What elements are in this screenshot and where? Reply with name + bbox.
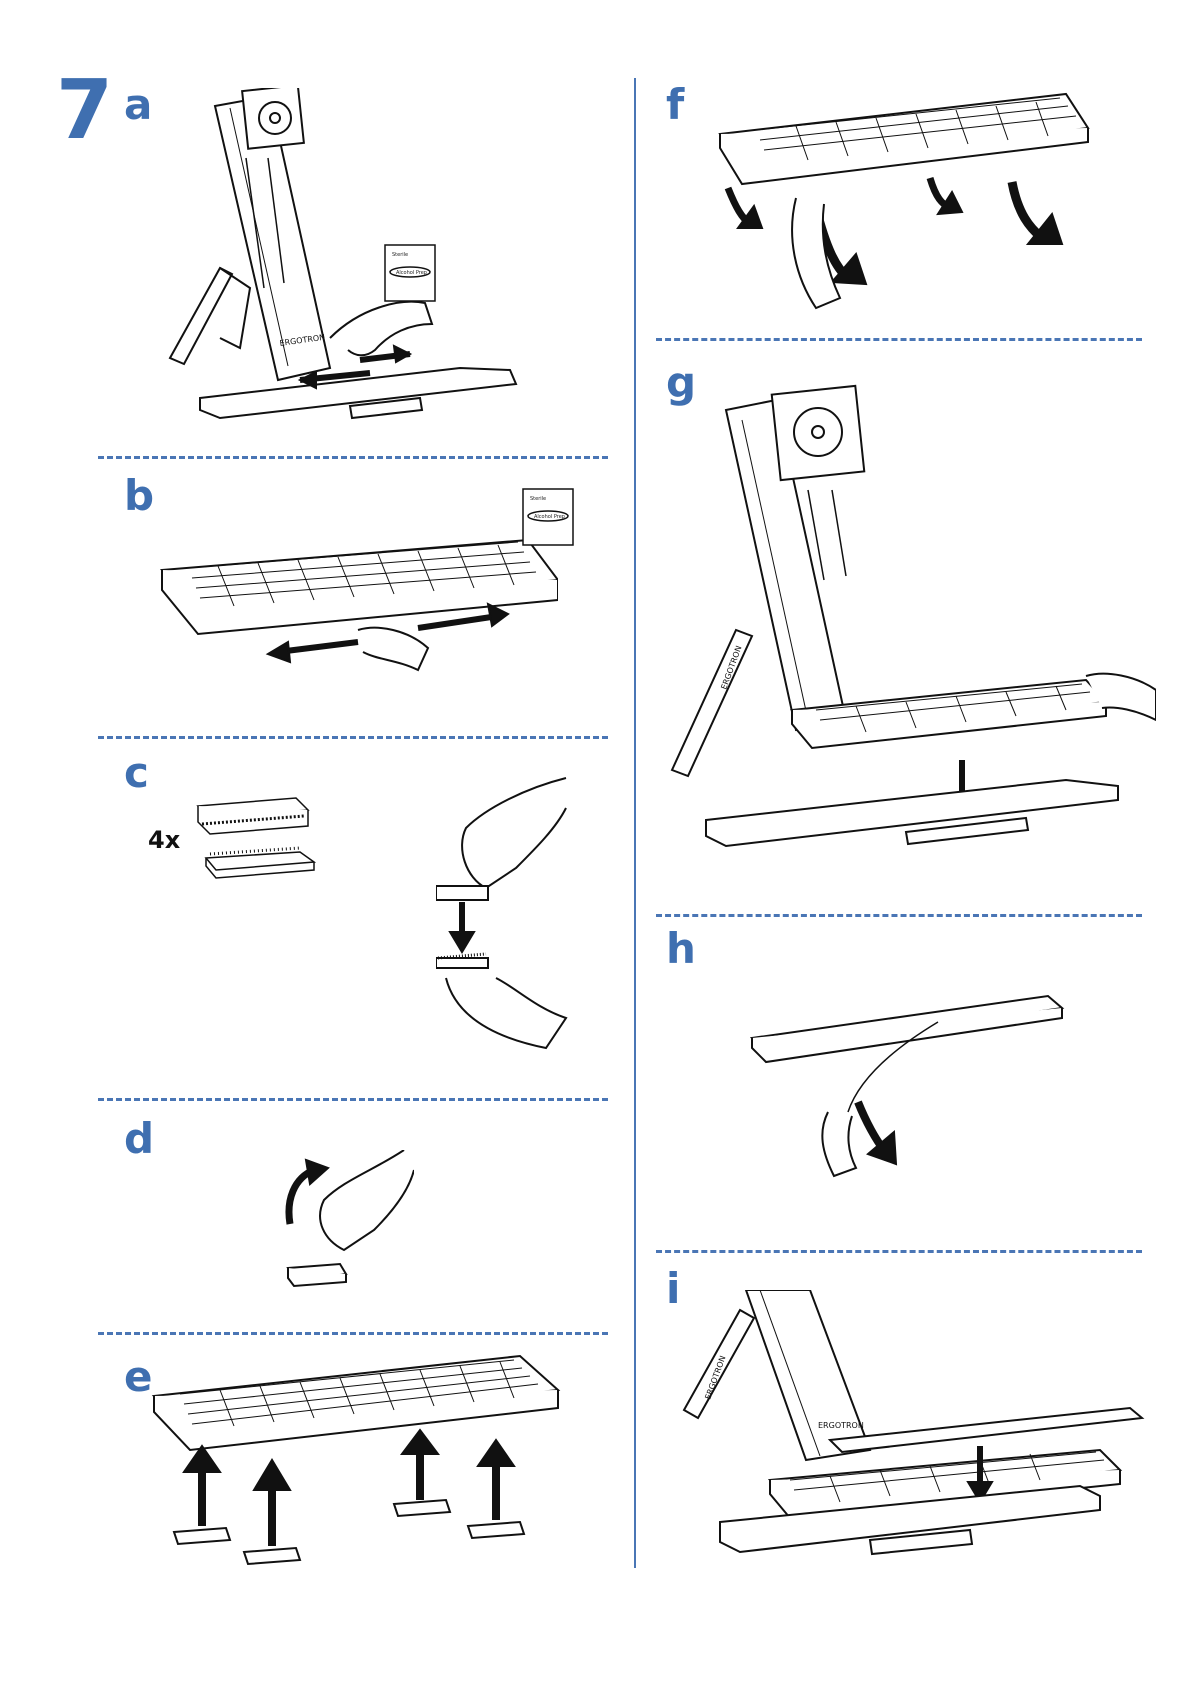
divider-c-d [98, 1098, 608, 1101]
figure-g-stand-keyboard: ERGOTRON [666, 380, 1156, 850]
panel-letter-f: f [666, 84, 684, 126]
stand-logo-i: ERGOTRON [818, 1421, 864, 1430]
figure-h-palmrest [748, 992, 1068, 1182]
column-divider [634, 78, 636, 1568]
figure-i-assembled: ERGOTRON ERGOTRON [680, 1290, 1150, 1570]
wipe-label-b: Alcohol Prep [534, 514, 565, 520]
figure-c-hands-join [436, 768, 576, 1058]
figure-f-liner-peel [716, 88, 1096, 318]
curved-arrow-icon [728, 188, 762, 228]
curved-arrow-icon [1012, 182, 1062, 244]
divider-b-c [98, 736, 608, 739]
figure-d-peel [284, 1150, 414, 1300]
arrow-down-icon [450, 902, 474, 952]
divider-h-i [656, 1250, 1142, 1253]
figure-c-pads [196, 796, 316, 896]
step-number: 7 [56, 70, 113, 152]
divider-a-b [98, 456, 608, 459]
arrow-up-icon [184, 1446, 220, 1526]
arrow-up-icon [402, 1430, 438, 1500]
wipe-brand-a: Sterile [392, 252, 408, 258]
divider-g-h [656, 914, 1142, 917]
quantity-label: 4x [148, 826, 180, 854]
divider-d-e [98, 1332, 608, 1335]
alcohol-wipe-packet-b: Sterile Alcohol Prep [522, 488, 574, 546]
arrow-left-icon [268, 642, 358, 662]
wipe-label-a: Alcohol Prep [396, 270, 427, 276]
panel-letter-d: d [124, 1118, 154, 1160]
figure-e-keyboard-pads [150, 1350, 570, 1570]
figure-a-stand-wipe: ERGOTRON [160, 88, 520, 438]
arrow-up-icon [254, 1460, 290, 1546]
panel-letter-h: h [666, 928, 696, 970]
panel-letter-b: b [124, 475, 154, 517]
panel-letter-c: c [124, 752, 149, 794]
curved-arrow-icon [858, 1102, 896, 1164]
divider-f-g [656, 338, 1142, 341]
wipe-brand-b: Sterile [530, 496, 546, 502]
arrow-up-icon [478, 1440, 514, 1520]
alcohol-wipe-packet-a: Sterile Alcohol Prep [384, 244, 436, 302]
panel-letter-e: e [124, 1356, 153, 1398]
panel-letter-i: i [666, 1268, 680, 1310]
panel-letter-a: a [124, 84, 152, 126]
figure-b-keyboard-wipe [158, 520, 558, 700]
curved-arrow-icon [930, 178, 962, 214]
